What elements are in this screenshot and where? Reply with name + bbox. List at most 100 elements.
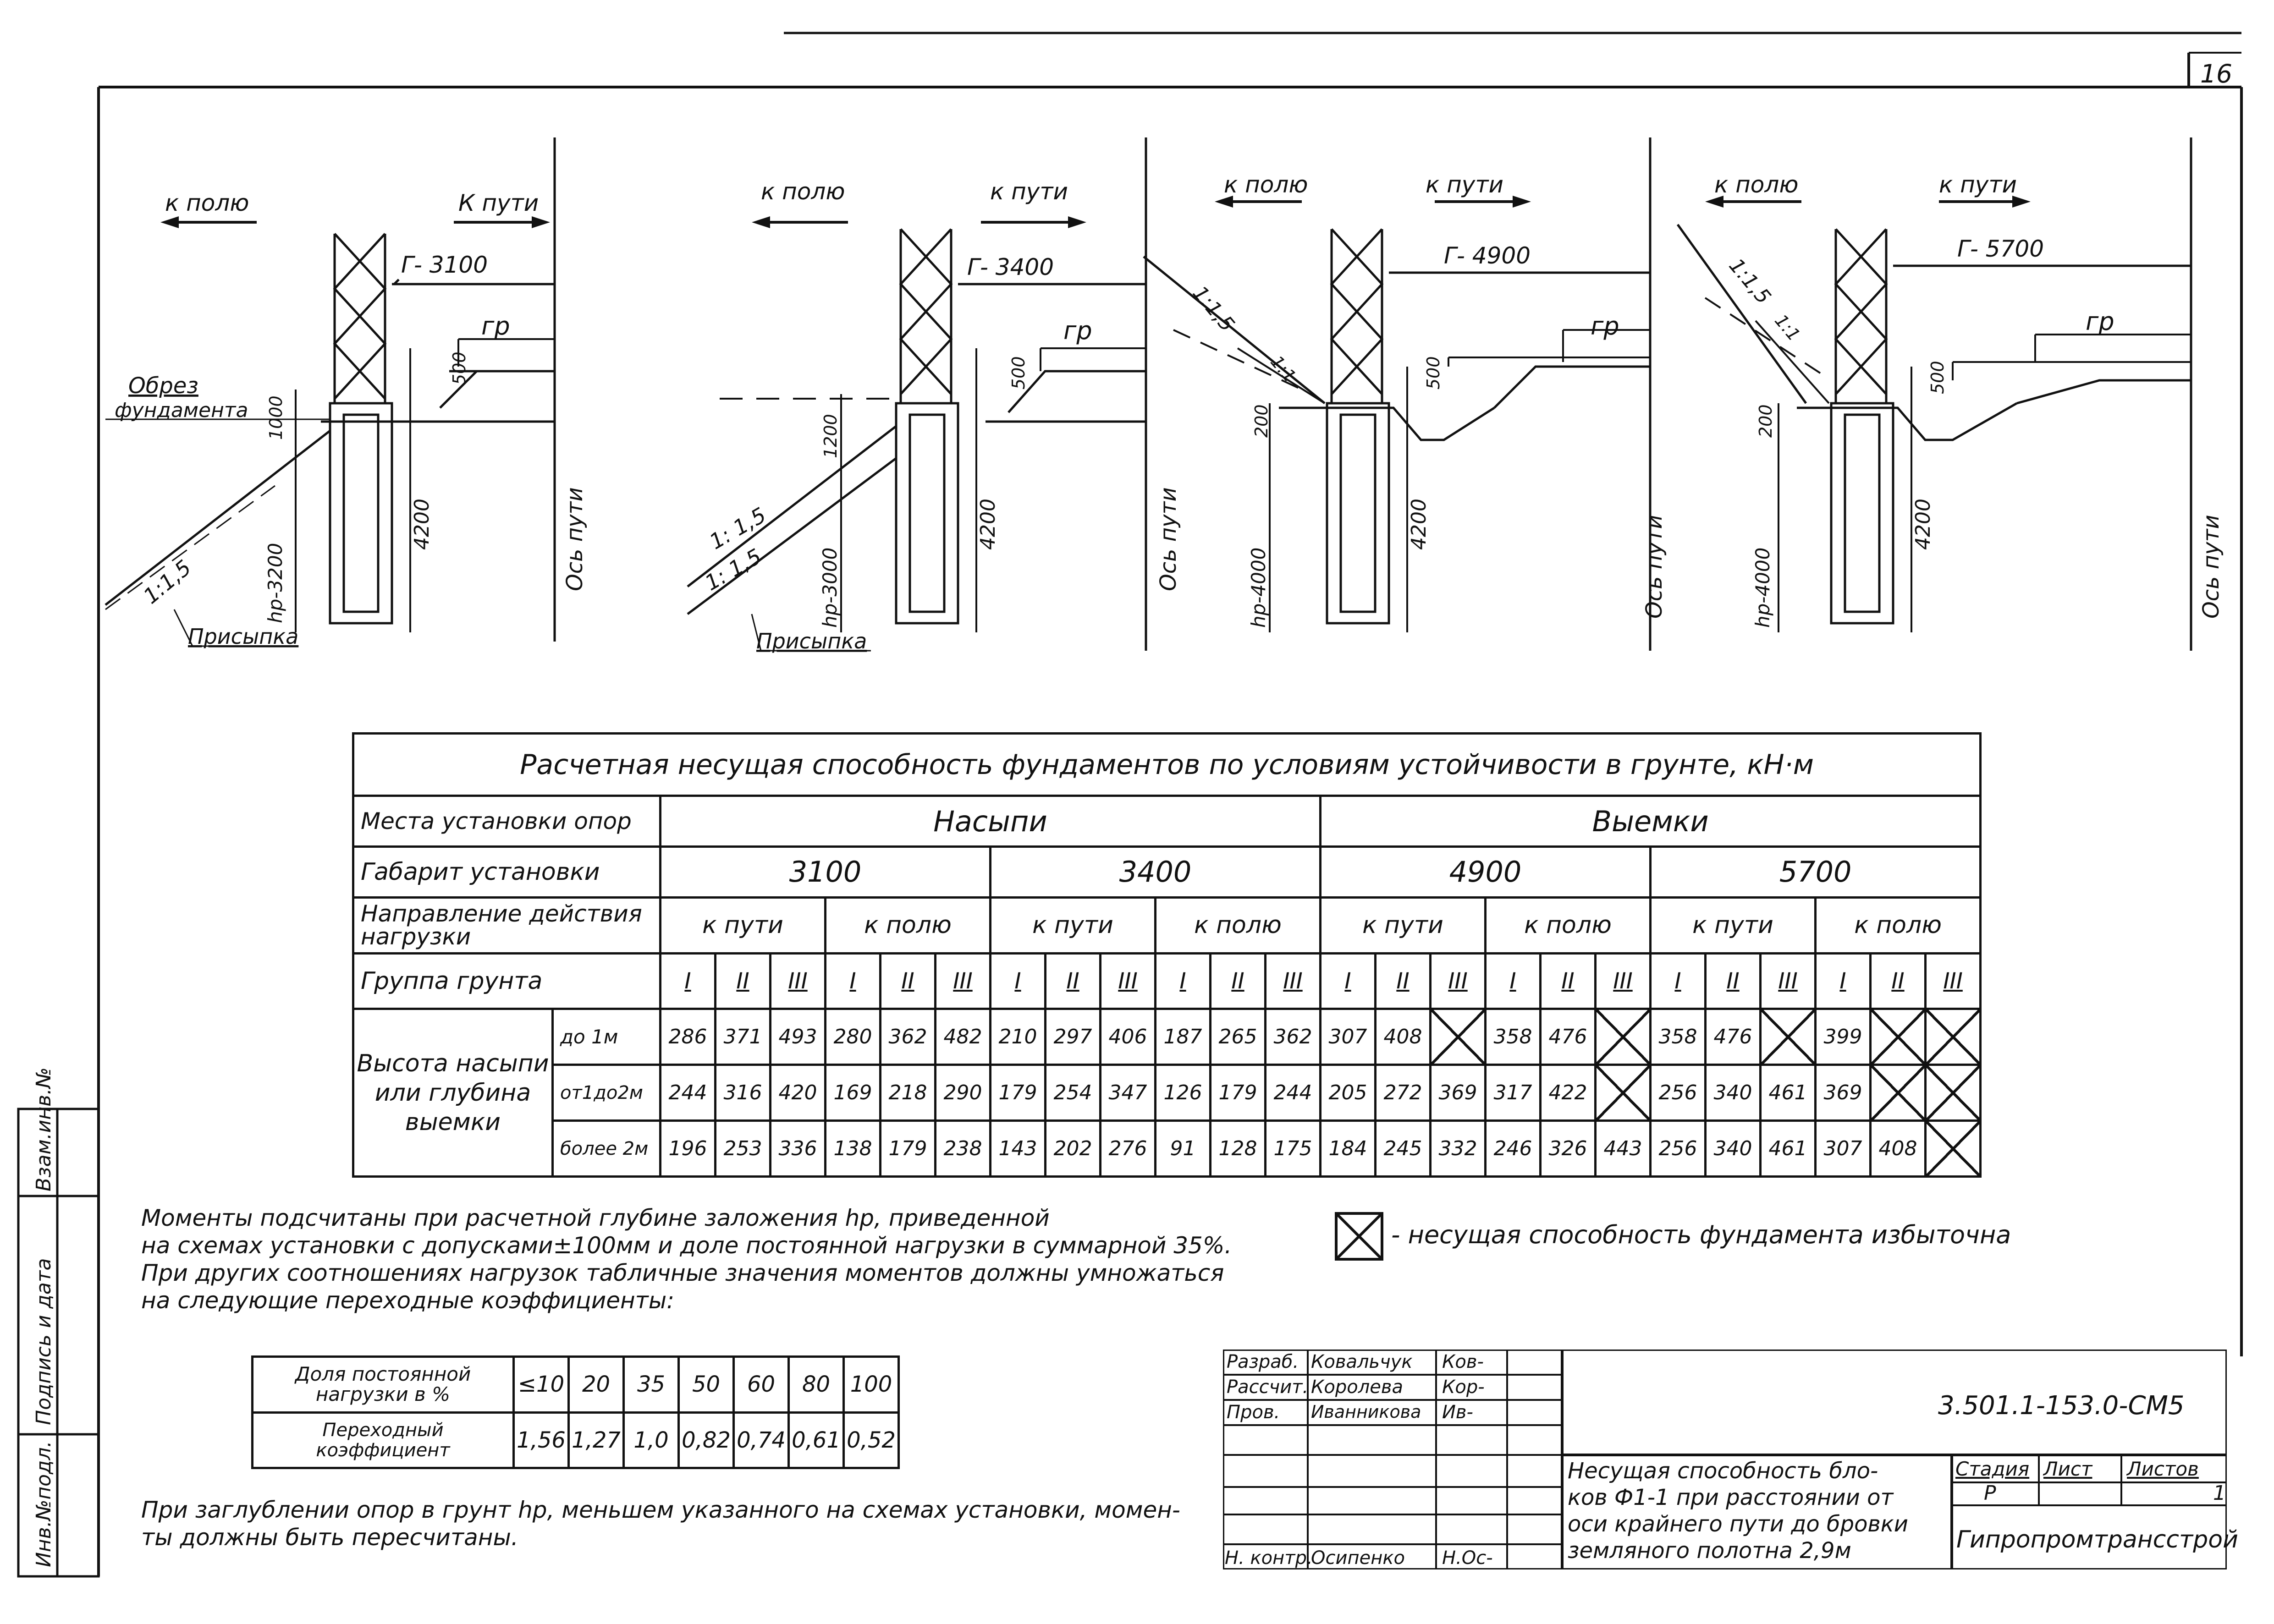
dir-field: к полю bbox=[1814, 896, 1982, 955]
share-value: 35 bbox=[622, 1355, 680, 1414]
value-cell: 422 bbox=[1539, 1064, 1597, 1122]
height-label: Высота насыпи или глубина выемки bbox=[352, 1008, 554, 1178]
value-cell: 408 bbox=[1869, 1119, 1927, 1178]
value-cell: 256 bbox=[1649, 1119, 1707, 1178]
value-cell: 369 bbox=[1814, 1064, 1872, 1122]
d1-h500: 500 bbox=[449, 351, 469, 385]
d2-fill-label: Присыпка bbox=[756, 629, 867, 653]
direction-label: Направление действия нагрузки bbox=[352, 896, 661, 955]
value-cell: 179 bbox=[1209, 1064, 1266, 1122]
value-cell: 476 bbox=[1539, 1008, 1597, 1066]
value-cell: 138 bbox=[824, 1119, 881, 1178]
value-cell: 443 bbox=[1594, 1119, 1652, 1178]
value-cell: 280 bbox=[824, 1008, 881, 1066]
soil-group-cell: I bbox=[989, 952, 1046, 1010]
excess-capacity-cell bbox=[1924, 1119, 1982, 1178]
soil-group-cell: II bbox=[1869, 952, 1927, 1010]
stamp-signature-date: Подпись и дата bbox=[32, 1258, 55, 1425]
value-cell: 358 bbox=[1649, 1008, 1707, 1066]
note-line: При заглублении опор в грунт hр, меньшем… bbox=[141, 1497, 1180, 1523]
dir-track: к пути bbox=[989, 896, 1156, 955]
share-value: 50 bbox=[677, 1355, 735, 1414]
row-label: от1до2м bbox=[551, 1064, 661, 1122]
value-cell: 317 bbox=[1484, 1064, 1542, 1122]
coef-label: Переходный коэффициент bbox=[251, 1411, 515, 1469]
note-line: на следующие переходные коэффициенты: bbox=[141, 1287, 675, 1314]
signer-sign: Кор- bbox=[1442, 1377, 1485, 1398]
value-cell: 493 bbox=[769, 1008, 826, 1066]
value-cell: 175 bbox=[1264, 1119, 1321, 1178]
legend-text: - несущая способность фундамента избыточ… bbox=[1391, 1220, 2011, 1249]
d1-h-top: 1000 bbox=[266, 395, 286, 440]
d3-to-track: к пути bbox=[1426, 171, 1503, 198]
value-cell: 332 bbox=[1429, 1119, 1487, 1178]
value-cell: 246 bbox=[1484, 1119, 1542, 1178]
cap-title-row: Расчетная несущая способность фундаменто… bbox=[352, 732, 1982, 797]
d2-hp: hр-3000 bbox=[819, 548, 841, 628]
d3-gr: гр bbox=[1591, 312, 1619, 340]
d2-to-field: к полю bbox=[761, 178, 845, 205]
diagram-3: к полю к пути Г- 4900 гр 500 200 4200 hр… bbox=[1143, 137, 1667, 651]
value-cell: 408 bbox=[1374, 1008, 1432, 1066]
excess-capacity-cell bbox=[1924, 1008, 1982, 1066]
value-cell: 336 bbox=[769, 1119, 826, 1178]
sheet-label: Лист bbox=[2043, 1458, 2092, 1480]
value-cell: 244 bbox=[659, 1064, 716, 1122]
value-cell: 91 bbox=[1154, 1119, 1211, 1178]
value-cell: 476 bbox=[1704, 1008, 1762, 1066]
description-line: Несущая способность бло- bbox=[1568, 1458, 1878, 1484]
signer-role: Н. контр. bbox=[1225, 1547, 1313, 1569]
dir-track: к пути bbox=[1649, 896, 1817, 955]
value-cell: 253 bbox=[714, 1119, 771, 1178]
coef-value: 0,74 bbox=[732, 1411, 790, 1469]
soil-group-cell: I bbox=[1649, 952, 1707, 1010]
value-cell: 307 bbox=[1814, 1119, 1872, 1178]
excess-capacity-cell bbox=[1429, 1008, 1487, 1066]
d1-to-field: к полю bbox=[165, 190, 249, 216]
coef-value: 0,82 bbox=[677, 1411, 735, 1469]
signer-role: Пров. bbox=[1227, 1402, 1280, 1423]
gabarit-5700: 5700 bbox=[1649, 845, 1982, 899]
value-cell: 210 bbox=[989, 1008, 1046, 1066]
organization: Гипропромтрансстрой bbox=[1956, 1526, 2238, 1553]
d4-h500: 500 bbox=[1927, 361, 1948, 394]
coef-value: 1,0 bbox=[622, 1411, 680, 1469]
soil-group-cell: III bbox=[1594, 952, 1652, 1010]
capacity-table: Расчетная несущая способность фундаменто… bbox=[352, 732, 1982, 1178]
soil-group-cell: III bbox=[934, 952, 991, 1010]
value-cell: 461 bbox=[1759, 1064, 1817, 1122]
cap-direction-row: Направление действия нагрузки к пути к п… bbox=[352, 896, 1982, 955]
value-cell: 358 bbox=[1484, 1008, 1542, 1066]
stamp-vzam-inv: Взам.инв.№ bbox=[32, 1067, 55, 1191]
soil-group-cell: II bbox=[1704, 952, 1762, 1010]
value-cell: 276 bbox=[1099, 1119, 1156, 1178]
d4-gr: гр bbox=[2086, 307, 2114, 336]
description-line: земляного полотна 2,9м bbox=[1568, 1538, 1851, 1564]
value-cell: 272 bbox=[1374, 1064, 1432, 1122]
description-line: ков Ф1-1 при расстоянии от bbox=[1568, 1485, 1894, 1510]
diagram-2: к полю к пути Г- 3400 гр 500 1200 4200 h… bbox=[687, 137, 1181, 653]
value-cell: 169 bbox=[824, 1064, 881, 1122]
table-row: Высота насыпи или глубина выемки до 1м 2… bbox=[352, 1008, 1982, 1178]
places-label: Места установки опор bbox=[352, 795, 661, 848]
diagram-1: к полю К пути Г- 3100 гр Обрез фундамент… bbox=[105, 137, 588, 649]
value-cell: 362 bbox=[879, 1008, 936, 1066]
signer-role: Рассчит. bbox=[1227, 1377, 1309, 1398]
signer-name: Осипенко bbox=[1311, 1547, 1405, 1569]
value-cell: 326 bbox=[1539, 1119, 1597, 1178]
d4-slope-2: 1:1 bbox=[1771, 311, 1804, 345]
d1-fill-label: Присыпка bbox=[188, 624, 298, 649]
value-cell: 179 bbox=[989, 1064, 1046, 1122]
capacity-table-title: Расчетная несущая способность фундаменто… bbox=[352, 732, 1982, 797]
stamp-inv-podl: Инв.№подл. bbox=[32, 1441, 55, 1567]
value-cell: 307 bbox=[1319, 1008, 1377, 1066]
signer-name: Королева bbox=[1311, 1377, 1403, 1398]
value-cell: 179 bbox=[879, 1119, 936, 1178]
note-line: на схемах установки с допусками±100мм и … bbox=[141, 1232, 1232, 1259]
soil-group-cell: III bbox=[1429, 952, 1487, 1010]
d3-gabarit: Г- 4900 bbox=[1444, 242, 1531, 269]
